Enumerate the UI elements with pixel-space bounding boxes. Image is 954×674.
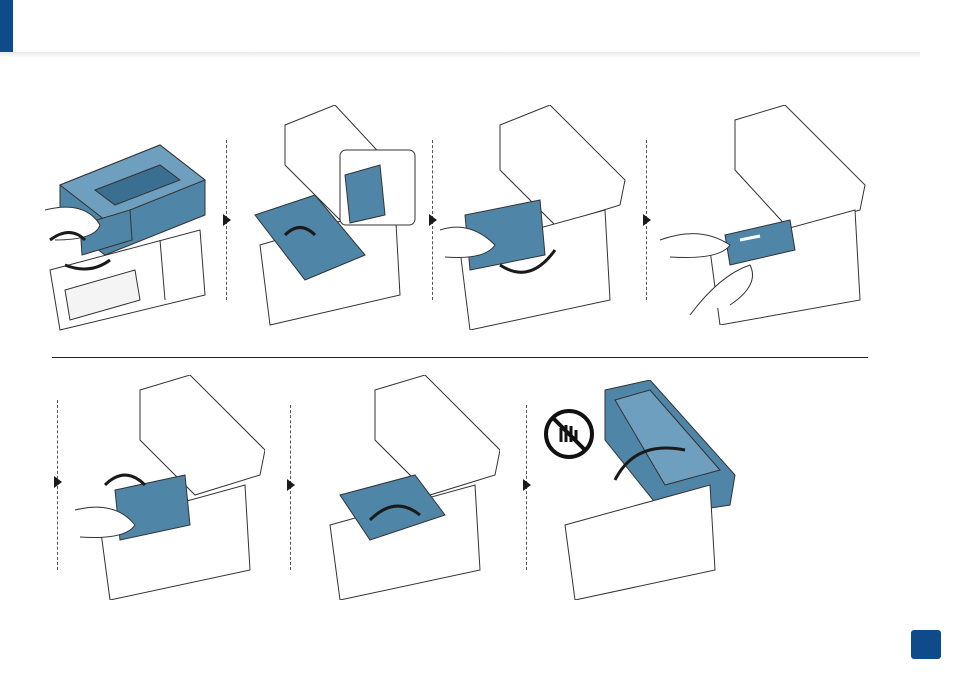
step-arrow-icon bbox=[223, 214, 231, 226]
header-accent-tab bbox=[0, 0, 13, 56]
step-arrow-icon bbox=[287, 479, 295, 491]
step-arrow-icon bbox=[54, 476, 62, 488]
remove-jammed-paper-illustration bbox=[655, 105, 875, 325]
open-inner-cover-illustration bbox=[245, 105, 420, 330]
step-arrow-icon bbox=[429, 214, 437, 226]
remove-toner-cartridge-illustration bbox=[440, 105, 630, 330]
page-number-badge bbox=[911, 630, 941, 659]
step-arrow-icon bbox=[523, 479, 531, 491]
close-inner-cover-illustration bbox=[315, 375, 500, 600]
insert-toner-cartridge-illustration bbox=[75, 375, 265, 600]
open-scan-unit-illustration bbox=[40, 140, 215, 335]
close-scan-unit-illustration bbox=[555, 380, 740, 600]
row-divider bbox=[52, 357, 868, 358]
step-arrow-icon bbox=[643, 214, 651, 226]
header-rule bbox=[0, 52, 920, 58]
